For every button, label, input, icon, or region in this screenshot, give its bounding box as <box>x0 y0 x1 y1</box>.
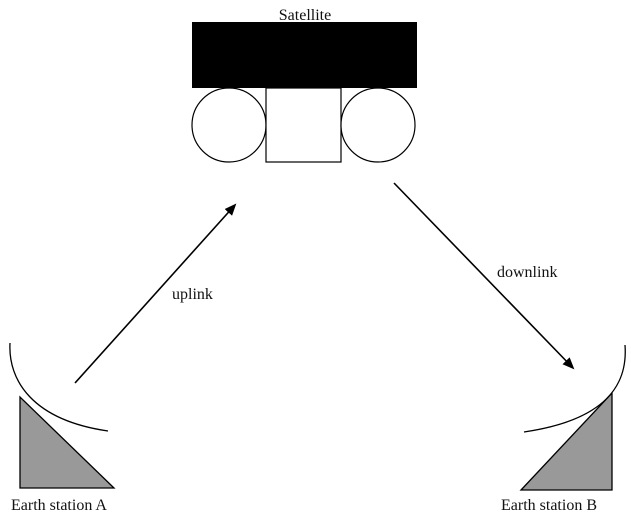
uplink-label: uplink <box>172 286 213 303</box>
satellite-right-panel <box>340 87 416 163</box>
satellite-label: Satellite <box>279 7 331 24</box>
satellite-center-module <box>265 87 342 163</box>
station-a-label: Earth station A <box>11 497 107 514</box>
satellite: Satellite <box>191 7 417 163</box>
downlink-arrow <box>393 182 575 370</box>
station-a-mount <box>19 395 116 489</box>
satellite-left-panel <box>191 87 267 163</box>
earth-station-a: Earth station A <box>9 342 116 514</box>
station-b-mount <box>519 391 613 491</box>
station-a-dish <box>9 342 109 432</box>
station-b-label: Earth station B <box>501 497 597 514</box>
uplink-arrow <box>74 203 237 384</box>
satellite-body <box>192 22 417 88</box>
earth-station-b: Earth station B <box>501 344 626 514</box>
downlink-label: downlink <box>497 264 557 281</box>
